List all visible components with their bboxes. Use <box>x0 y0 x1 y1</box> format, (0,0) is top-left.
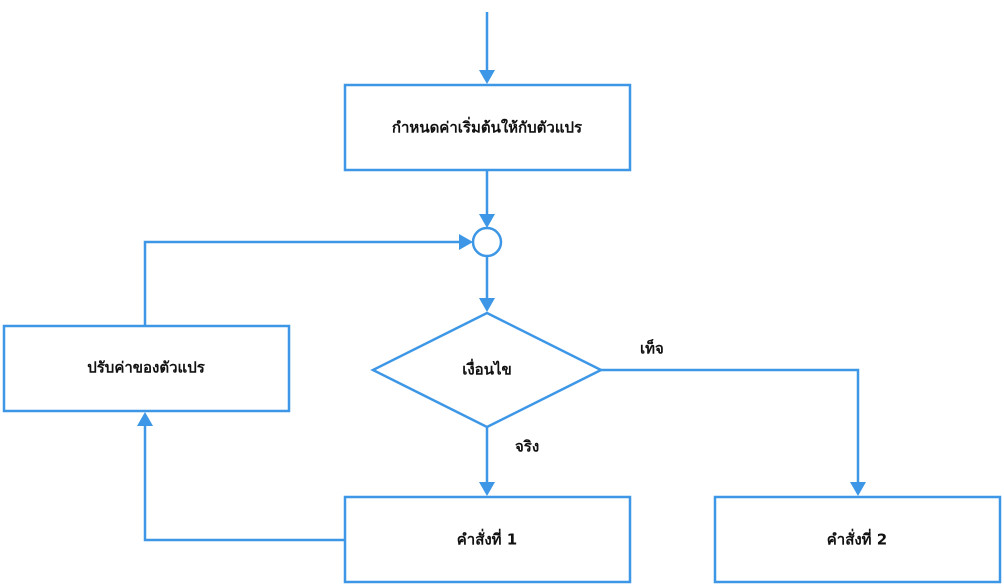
false-label: เท็จ <box>640 339 664 358</box>
update-to-junction-arrow <box>143 240 462 326</box>
statement1-box <box>343 495 632 584</box>
false-branch-arrowhead <box>850 482 866 496</box>
init-to-junction-arrowhead <box>479 214 495 228</box>
junction-to-condition-arrowhead <box>479 298 495 312</box>
statement1-to-update-arrow <box>143 426 345 542</box>
init-label: กำหนดค่าเริ่มต้นให้กับตัวแปร <box>392 117 583 137</box>
entry-arrowhead <box>479 70 495 84</box>
junction-circle <box>471 226 503 258</box>
statement1-label: คำสั่งที่ 1 <box>457 529 517 549</box>
update-to-junction-arrowhead <box>459 234 473 250</box>
true-label: จริง <box>515 438 539 456</box>
statement2-box <box>713 495 1002 584</box>
condition-label: เงื่อนไข <box>462 359 512 379</box>
statement1-to-update-arrowhead <box>137 412 153 426</box>
update-box <box>2 324 291 413</box>
false-branch-arrow <box>601 368 860 486</box>
statement2-label: คำสั่งที่ 2 <box>827 529 887 549</box>
true-branch-arrowhead <box>479 482 495 496</box>
update-label: ปรับค่าของตัวแปร <box>87 359 205 377</box>
